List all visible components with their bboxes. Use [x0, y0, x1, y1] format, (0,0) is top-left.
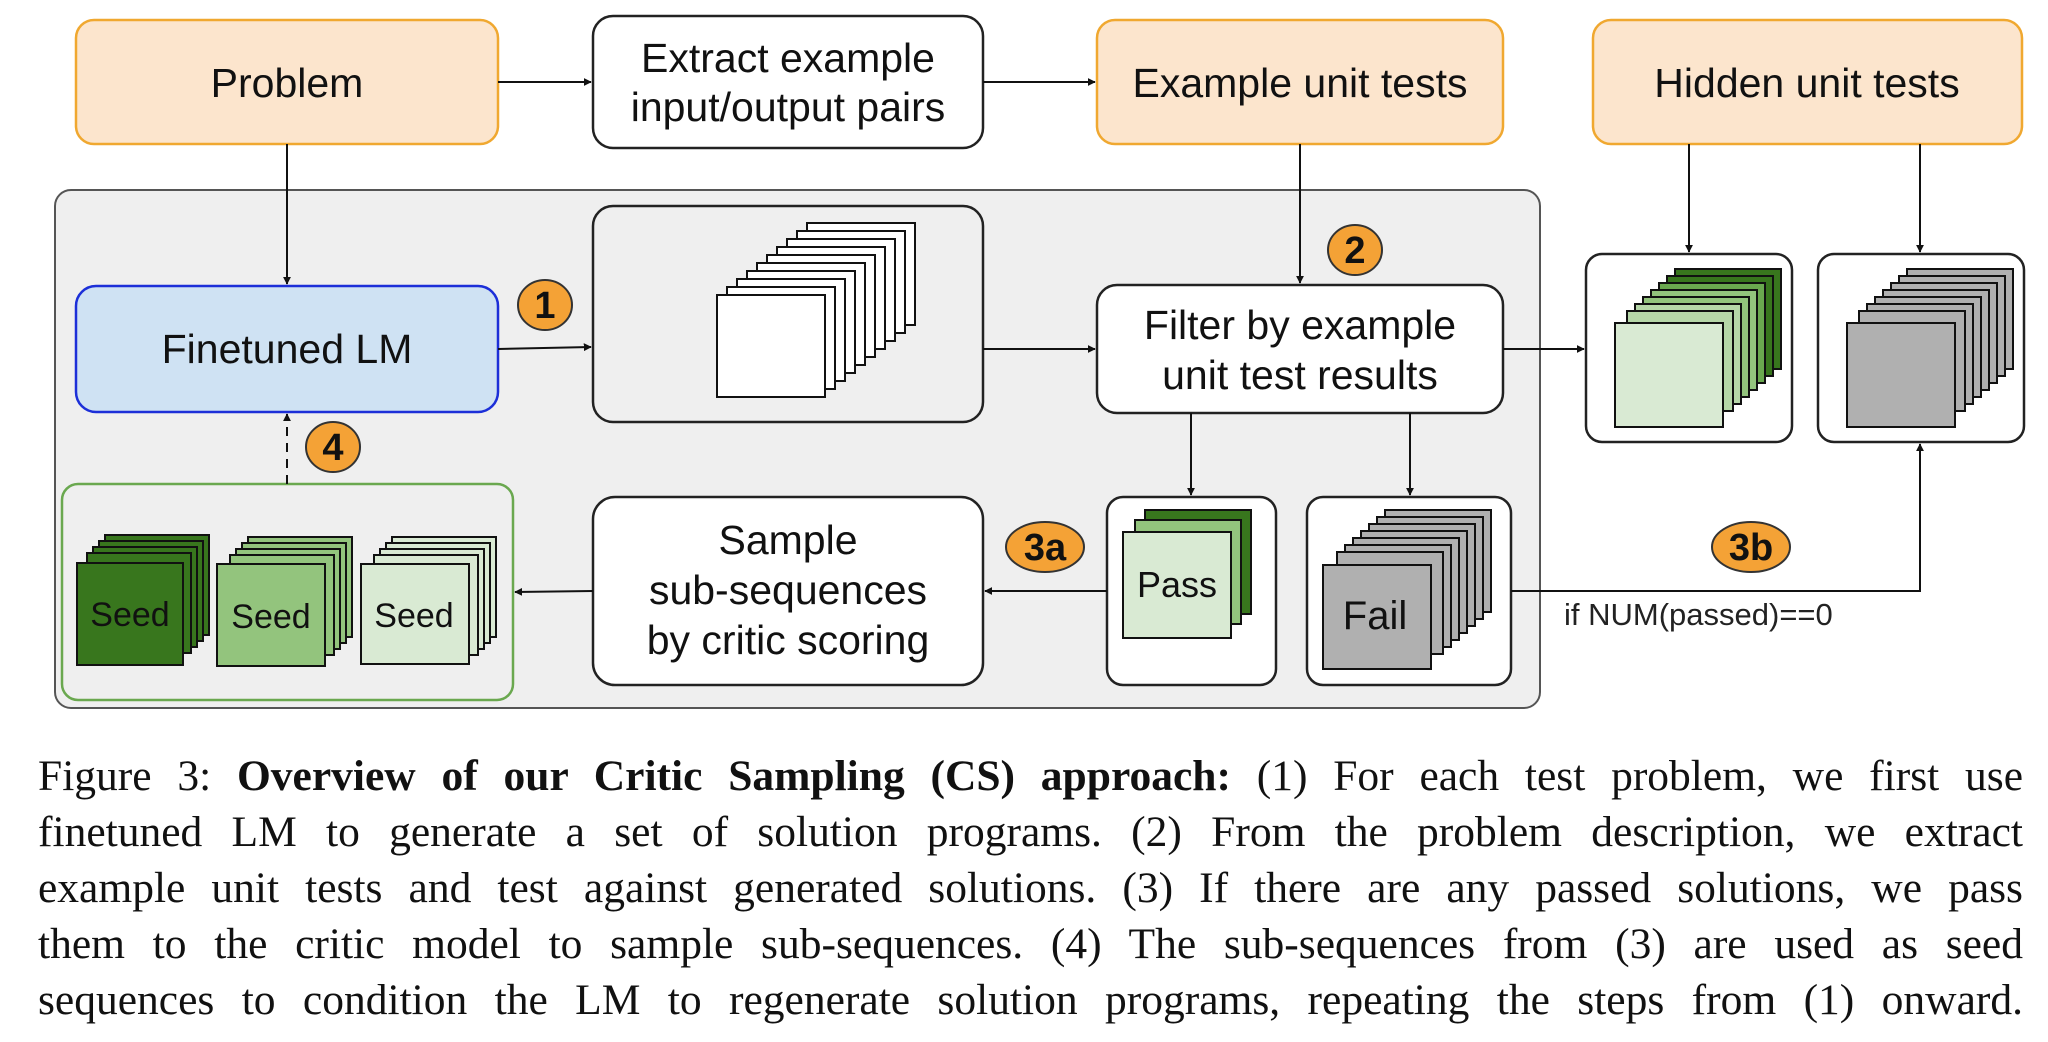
- caption-line-4: them to the critic model to sample sub-s…: [38, 920, 2023, 968]
- step-badge-2: 2: [1327, 224, 1383, 276]
- step-badge-1: 1: [517, 279, 573, 331]
- fail-box: Fail: [1305, 495, 1513, 687]
- caption-line-1: Figure 3: Overview of our Critic Samplin…: [38, 748, 2023, 804]
- arrow-lm-to-programs: [497, 343, 592, 352]
- problem-box: Problem: [74, 18, 500, 146]
- step-badge-3b: 3b: [1711, 521, 1791, 573]
- finetuned-lm-label: Finetuned LM: [162, 326, 413, 372]
- hidden-tests-box: Hidden unit tests: [1591, 18, 2024, 146]
- extract-label-line2: input/output pairs: [631, 84, 946, 130]
- caption-line-1-text: (1) For each test problem, we first use: [1256, 752, 2024, 800]
- passed-programs-box: [1584, 252, 1794, 444]
- badge-3a-label: 3a: [1024, 527, 1067, 569]
- pass-box: Pass: [1105, 495, 1278, 687]
- extract-label-line1: Extract example: [641, 35, 935, 81]
- failed-programs-box: [1816, 252, 2026, 444]
- badge-4-label: 4: [322, 427, 343, 469]
- filter-label-line1: Filter by example: [1144, 302, 1456, 348]
- sample-label-line3: by critic scoring: [647, 617, 930, 663]
- badge-3b-label: 3b: [1729, 527, 1773, 569]
- filter-box: Filter by example unit test results: [1095, 283, 1505, 415]
- sample-label-line2: sub-sequences: [649, 567, 927, 613]
- finetuned-lm-box: Finetuned LM: [74, 284, 500, 414]
- seed-label-dark: Seed: [90, 596, 169, 634]
- badge-1-label: 1: [534, 285, 555, 327]
- example-tests-box: Example unit tests: [1095, 18, 1505, 146]
- generated-programs-box: [591, 204, 985, 424]
- seed-label-light: Seed: [374, 597, 453, 635]
- fail-condition-label: if NUM(passed)==0: [1564, 597, 1833, 632]
- flow-arrows: [283, 78, 1924, 596]
- program-stack-icon: [716, 222, 916, 398]
- figure-caption: Figure 3: Overview of our Critic Samplin…: [38, 748, 2023, 1028]
- extract-box: Extract example input/output pairs: [591, 14, 985, 150]
- seed-box: Seed Seed Seed: [60, 482, 515, 702]
- caption-line-5: sequences to condition the LM to regener…: [38, 976, 2023, 1024]
- sample-label-line1: Sample: [718, 517, 857, 563]
- seed-label-mid: Seed: [231, 598, 310, 636]
- arrow-sample-to-seed: [514, 587, 594, 596]
- caption-line-3: example unit tests and test against gene…: [38, 864, 2023, 912]
- problem-label: Problem: [211, 60, 364, 106]
- step-badge-4: 4: [305, 421, 361, 473]
- sample-box: Sample sub-sequences by critic scoring: [591, 495, 985, 687]
- fail-label: Fail: [1343, 594, 1407, 638]
- pass-label: Pass: [1137, 564, 1217, 605]
- caption-figure-label: Figure 3:: [38, 752, 212, 800]
- caption-title: Overview of our Critic Sampling (CS) app…: [236, 752, 1231, 800]
- critic-sampling-diagram: Problem Extract example input/output pai…: [54, 14, 2026, 709]
- badge-2-label: 2: [1344, 230, 1365, 272]
- step-badge-3a: 3a: [1005, 521, 1085, 573]
- example-tests-label: Example unit tests: [1133, 60, 1468, 106]
- caption-line-2: finetuned LM to generate a set of soluti…: [38, 808, 2023, 856]
- arrow-fail-to-hidden-results: [1511, 443, 1924, 592]
- filter-label-line2: unit test results: [1162, 352, 1438, 398]
- hidden-tests-label: Hidden unit tests: [1654, 60, 1959, 106]
